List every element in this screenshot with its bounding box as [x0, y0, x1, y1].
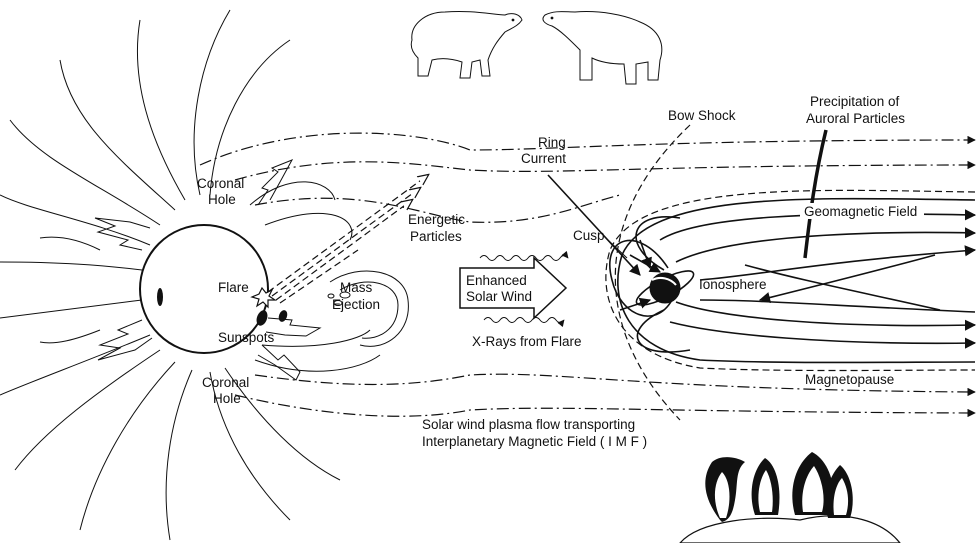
precipitation-pointer	[805, 130, 826, 258]
ring-current-pointer	[548, 175, 640, 275]
solar-wind-plasma-label: Solar wind plasma flow transporting	[422, 417, 635, 432]
polar-bears-icon	[411, 11, 662, 84]
energetic-particles-label-2: Particles	[410, 229, 462, 244]
enhanced-solar-wind-label-2: Solar Wind	[466, 289, 532, 304]
coronal-hole-top-label: Coronal	[197, 176, 244, 191]
mass-ejection-label-2: Ejection	[332, 297, 380, 312]
cusp-label: Cusp	[573, 228, 605, 243]
solar-wind-plasma-label-2: Interplanetary Magnetic Field ( I M F )	[422, 434, 647, 449]
ionosphere-label: Ionosphere	[699, 277, 767, 292]
sunspot	[277, 309, 289, 323]
enhanced-solar-wind-arrow	[460, 258, 566, 318]
precipitation-label: Precipitation of	[810, 94, 900, 109]
precipitation-label-2: Auroral Particles	[806, 111, 905, 126]
coronal-hole-bottom-label-2: Hole	[213, 391, 241, 406]
magnetopause-label: Magnetopause	[805, 372, 894, 387]
penguins-icon	[680, 452, 900, 543]
geomagnetic-field-label: Geomagnetic Field	[804, 204, 917, 219]
ring-current-label: Ring	[538, 135, 566, 150]
xrays-from-flare-label: X-Rays from Flare	[472, 334, 582, 349]
labels: Coronal Hole Coronal Hole Flare Sunspots…	[197, 94, 924, 449]
mass-ejection-label: Mass	[340, 280, 373, 295]
ring-current-label-2: Current	[521, 151, 566, 166]
flare-label: Flare	[218, 280, 249, 295]
sunspot	[157, 288, 163, 306]
energetic-particles-label: Energetic	[408, 212, 465, 227]
bow-shock-label: Bow Shock	[668, 108, 736, 123]
sunspots-label: Sunspots	[218, 330, 275, 345]
coronal-hole-top-label-2: Hole	[208, 192, 236, 207]
enhanced-solar-wind-label: Enhanced	[466, 273, 527, 288]
coronal-hole-bottom-label: Coronal	[202, 375, 249, 390]
